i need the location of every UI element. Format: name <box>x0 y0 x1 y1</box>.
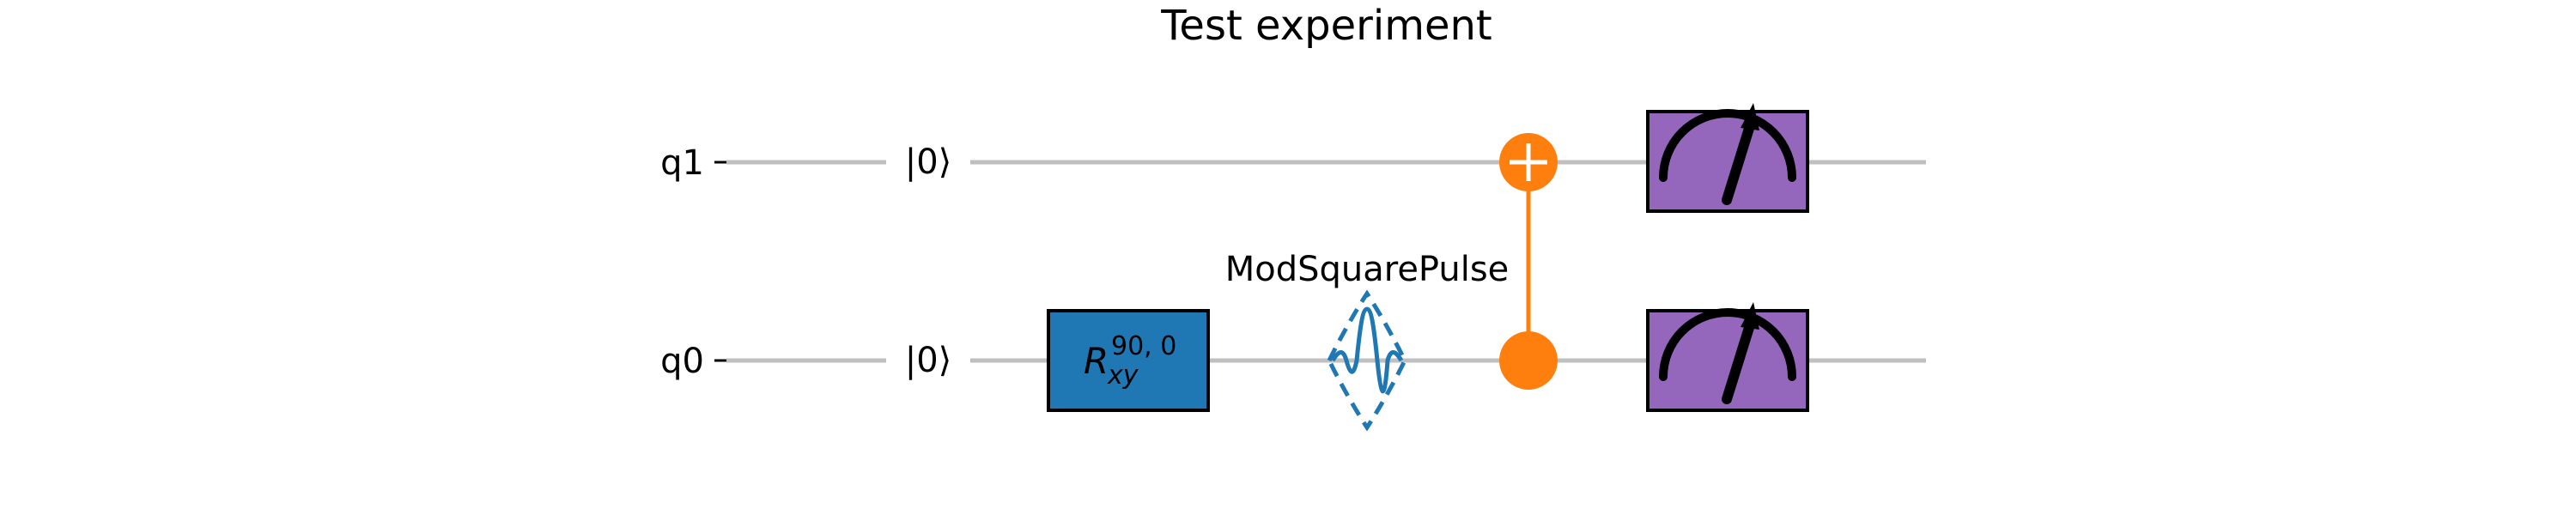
meter-icon <box>1659 103 1796 205</box>
pulse-label: ModSquarePulse <box>1225 250 1510 289</box>
qubit-label-q0: q0 <box>660 342 704 381</box>
rxy-gate: R xy 90, 0 <box>1047 309 1210 412</box>
meter-icon <box>1659 302 1796 404</box>
measurement-q0 <box>1646 302 1809 412</box>
rxy-symbol: R <box>1084 340 1109 382</box>
svg-text:90, 0: 90, 0 <box>1111 331 1176 361</box>
qubit-label-q1: q1 <box>660 143 704 183</box>
measurement-q1 <box>1646 103 1809 213</box>
pulse-icon <box>1327 289 1407 432</box>
cnot-control-icon <box>1499 331 1558 390</box>
init-state-q1: |0⟩ <box>905 142 952 182</box>
svg-text:R: R <box>1084 340 1109 382</box>
cnot-target-icon <box>1499 133 1558 191</box>
diagram-title: Test experiment <box>1160 2 1492 50</box>
init-state-q0: |0⟩ <box>905 341 952 380</box>
svg-text:xy: xy <box>1107 360 1139 391</box>
rxy-subscript: xy <box>1107 360 1139 391</box>
rxy-superscript: 90, 0 <box>1111 331 1176 361</box>
